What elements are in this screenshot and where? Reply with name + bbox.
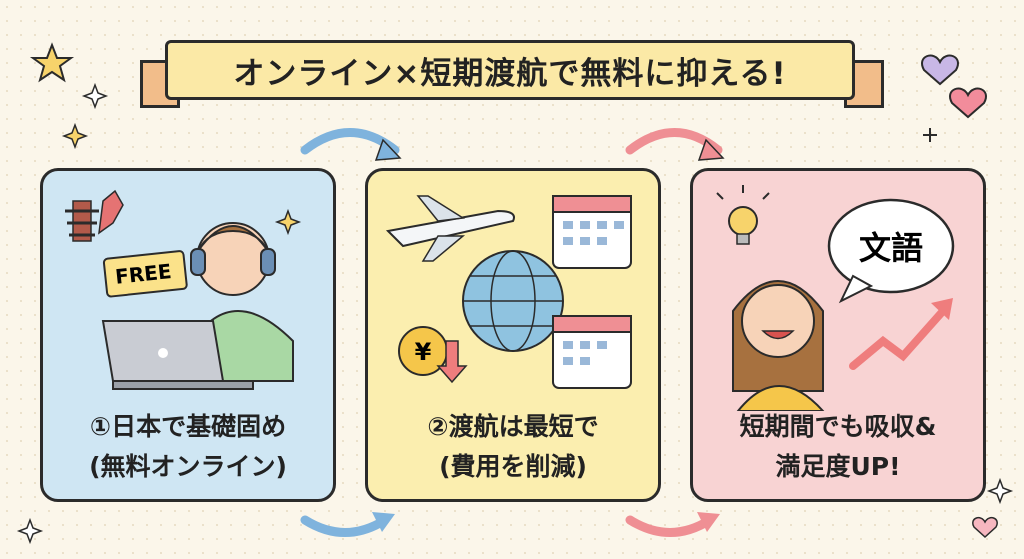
step-3-subtitle: 満足度UP!: [775, 452, 901, 481]
sparkle-icon: [923, 128, 937, 142]
short-trip-illustration: ¥: [385, 195, 632, 389]
star-icon: [29, 42, 75, 83]
step-1-subtitle: (無料オンライン): [89, 452, 287, 481]
title-banner: オンライン×短期渡航で無料に抑える!: [165, 40, 855, 100]
step-3-title: 短期間でも吸収&: [739, 412, 937, 441]
svg-text:¥: ¥: [415, 338, 432, 366]
step-panel-online: FREE ①日本で基礎固め (無料オンライン): [40, 168, 336, 502]
down-arrow-icon: [436, 340, 468, 384]
sparkle-icon: [61, 122, 89, 150]
lightbulb-icon: [728, 206, 758, 236]
step-2-title: ②渡航は最短で: [427, 412, 599, 441]
heart-icon: [949, 87, 987, 119]
sparkle-icon: [16, 517, 44, 545]
happy-learner-illustration: 文語: [716, 185, 955, 411]
speech-bubble: [827, 198, 955, 294]
heart-icon: [972, 516, 998, 539]
learner-avatar: [741, 284, 815, 358]
speech-bubble-text: 文語: [859, 229, 923, 267]
headphones-icon: [190, 248, 206, 276]
arrow-icon: [300, 515, 390, 537]
step-panel-travel: ¥ ②渡航は最短で (費用を削減): [365, 168, 661, 502]
airplane-icon: [385, 209, 515, 248]
sparkle-icon: [81, 82, 109, 110]
free-sign: FREE: [114, 259, 173, 289]
growth-arrow-icon: [849, 307, 947, 370]
online-study-illustration: FREE: [65, 189, 302, 390]
step-1-title: ①日本で基礎固め: [89, 412, 287, 441]
step-2-subtitle: (費用を削減): [439, 452, 587, 481]
japan-map-icon: [98, 189, 124, 235]
arrow-icon: [625, 515, 715, 537]
sparkle-icon: [986, 477, 1014, 505]
step-panel-result: 文語 短期間でも吸収& 満足度UP!: [690, 168, 986, 502]
heart-icon: [921, 54, 959, 86]
student-avatar: [196, 222, 270, 296]
